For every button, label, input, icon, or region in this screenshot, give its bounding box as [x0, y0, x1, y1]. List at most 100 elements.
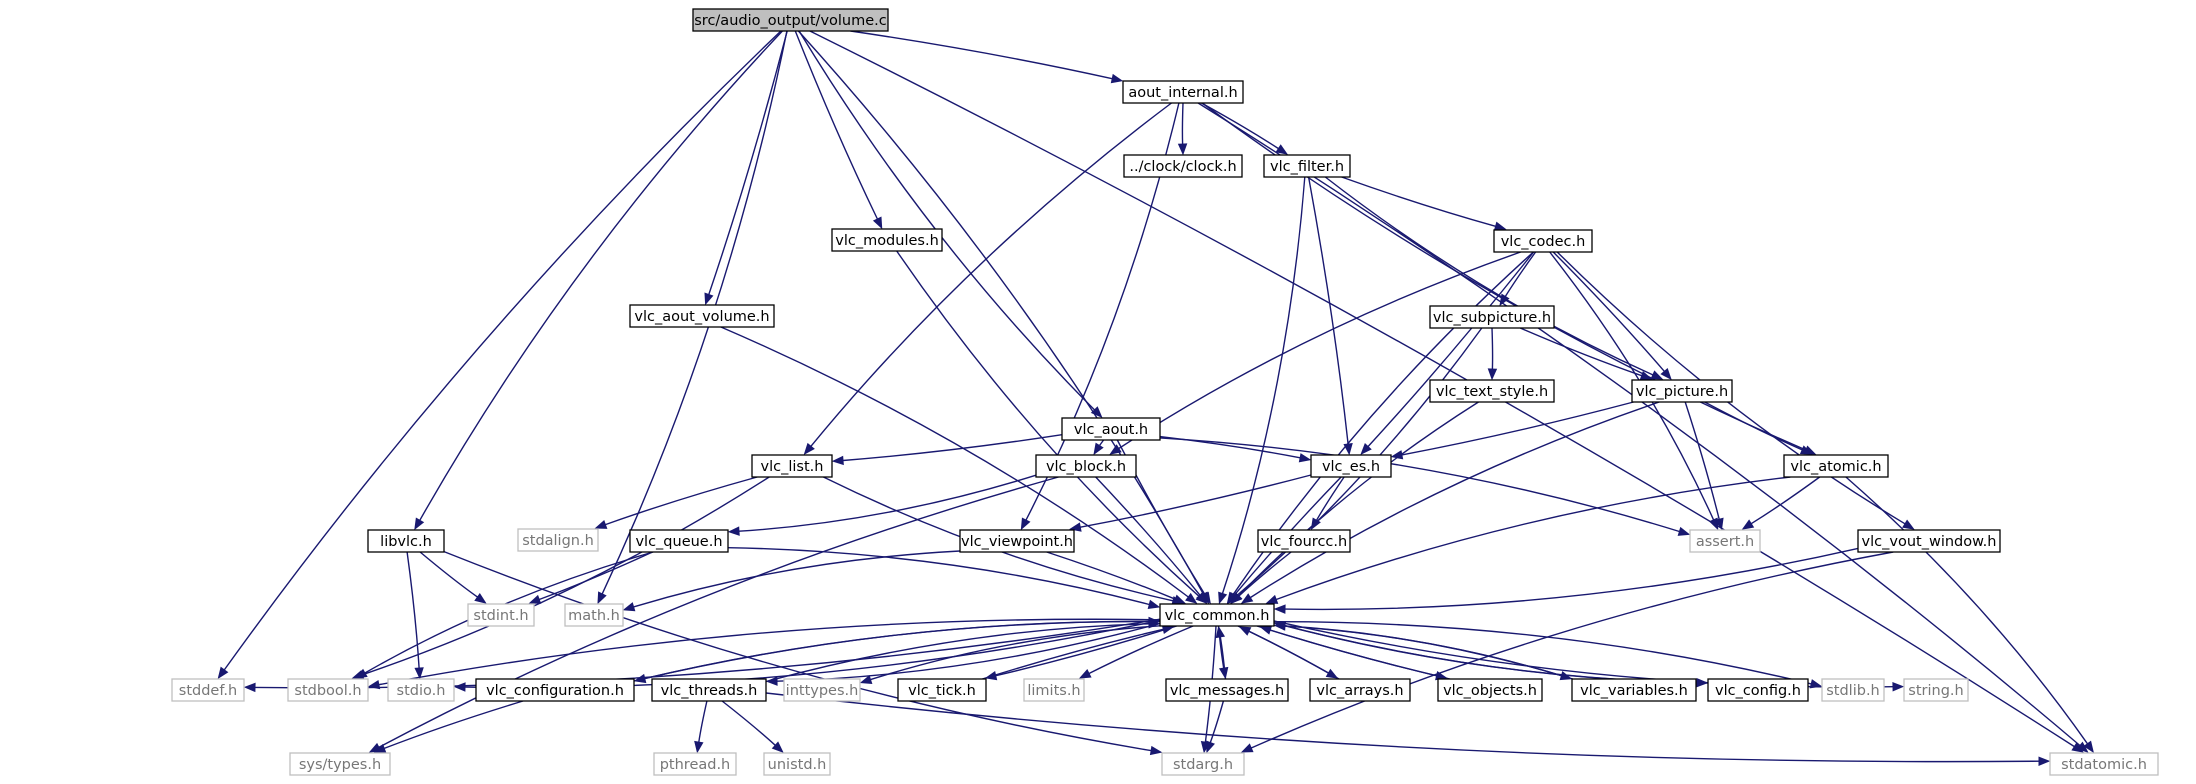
node-box: [1437, 678, 1543, 702]
node-stdalign: stdalign.h: [517, 528, 599, 552]
edge-vlc_configuration-to-sys_types: [373, 700, 524, 753]
arrowhead: [1110, 73, 1124, 84]
node-label: vlc_filter.h: [1270, 159, 1344, 175]
edge-vlc_messages-to-vlc_common: [1215, 625, 1227, 680]
arrowhead: [217, 666, 229, 680]
arrowhead: [1390, 450, 1404, 460]
node-label: unistd.h: [768, 757, 827, 773]
node-vlc-subpicture[interactable]: vlc_subpicture.h: [1429, 305, 1555, 329]
arrowhead: [803, 442, 815, 456]
arrowhead: [414, 667, 424, 680]
node-vlc-vout-window[interactable]: vlc_vout_window.h: [1857, 529, 2001, 553]
edge-vlc_common-to-stdbool: [367, 618, 1161, 690]
edge-vlc_queue-to-stdint: [528, 551, 653, 604]
node-vlc-config[interactable]: vlc_config.h: [1707, 678, 1809, 702]
node-vlc-threads[interactable]: vlc_threads.h: [651, 678, 767, 702]
node-vlc-queue[interactable]: vlc_queue.h: [629, 529, 729, 553]
arrowhead: [367, 679, 381, 690]
node-vlc-picture[interactable]: vlc_picture.h: [1631, 379, 1733, 403]
node-vlc-aout[interactable]: vlc_aout.h: [1061, 417, 1161, 441]
edge-vlc_picture-to-vlc_atomic: [1704, 401, 1813, 455]
edge-vlc_messages-to-stdarg: [1206, 700, 1225, 754]
arrowhead: [1265, 594, 1279, 604]
node-box: [692, 8, 889, 32]
edge-vlc_threads-to-unistd: [721, 700, 784, 753]
edge-vlc_list-to-stdalign: [594, 476, 758, 529]
edge-libvlc-to-stdint: [419, 551, 487, 604]
node-clock[interactable]: ../clock/clock.h: [1123, 154, 1243, 178]
arrowhead: [1240, 593, 1254, 604]
node-pthread: pthread.h: [653, 752, 737, 776]
node-vlc-modules[interactable]: vlc_modules.h: [831, 228, 943, 252]
edge-vlc_threads-to-pthread: [694, 700, 708, 754]
node-stddef: stddef.h: [171, 678, 245, 702]
edge-vlc_aout_volume-to-vlc_common: [720, 326, 1198, 604]
arrowhead: [1360, 443, 1372, 456]
node-label: vlc_queue.h: [635, 534, 722, 550]
node-vlc-configuration[interactable]: vlc_configuration.h: [475, 678, 635, 702]
arrowhead: [1218, 591, 1228, 605]
node-libvlc[interactable]: libvlc.h: [367, 529, 445, 553]
node-vlc-es[interactable]: vlc_es.h: [1310, 454, 1392, 478]
arrowhead: [1902, 519, 1915, 530]
edge-vlc_filter-to-vlc_picture: [1324, 176, 1664, 380]
node-label: ../clock/clock.h: [1129, 159, 1236, 175]
node-root[interactable]: src/audio_output/volume.c: [692, 8, 889, 32]
edge-vlc_codec-to-vlc_block: [1109, 251, 1521, 455]
edge-vlc_aout-to-vlc_block: [1093, 439, 1105, 456]
node-label: vlc_fourcc.h: [1261, 534, 1347, 550]
arrowhead: [1650, 370, 1664, 380]
node-vlc-aout-volume[interactable]: vlc_aout_volume.h: [629, 304, 775, 328]
node-vlc-atomic[interactable]: vlc_atomic.h: [1783, 454, 1889, 478]
node-label: stdio.h: [397, 683, 446, 699]
node-unistd: unistd.h: [763, 752, 831, 776]
node-label: vlc_aout_volume.h: [634, 309, 769, 325]
node-vlc-variables[interactable]: vlc_variables.h: [1571, 678, 1697, 702]
node-box: [1571, 678, 1697, 702]
node-box: [564, 603, 624, 627]
arrowhead: [727, 526, 740, 536]
arrowhead: [1218, 666, 1229, 680]
node-label: math.h: [568, 608, 620, 624]
node-vlc-text-style[interactable]: vlc_text_style.h: [1429, 379, 1555, 403]
node-label: vlc_block.h: [1046, 459, 1126, 475]
node-label: vlc_viewpoint.h: [961, 534, 1073, 550]
arrowhead: [1741, 519, 1755, 530]
node-vlc-objects[interactable]: vlc_objects.h: [1437, 678, 1543, 702]
node-vlc-common[interactable]: vlc_common.h: [1159, 603, 1275, 627]
node-aout-internal[interactable]: aout_internal.h: [1122, 80, 1244, 104]
edge-vlc_arrays-to-vlc_common: [1238, 626, 1340, 680]
node-vlc-codec[interactable]: vlc_codec.h: [1493, 229, 1593, 253]
node-stdarg: stdarg.h: [1161, 752, 1245, 776]
arrowhead: [1215, 625, 1226, 639]
node-vlc-list[interactable]: vlc_list.h: [751, 454, 833, 478]
arrowhead: [1273, 621, 1287, 631]
node-box: [751, 454, 833, 478]
node-assert: assert.h: [1689, 529, 1761, 553]
edge-vlc_atomic-to-stdatomic: [1845, 476, 2094, 754]
node-vlc-arrays[interactable]: vlc_arrays.h: [1309, 678, 1411, 702]
node-box: [1857, 529, 2001, 553]
edge-aout_internal-to-vlc_list: [803, 102, 1172, 456]
node-label: string.h: [1908, 683, 1963, 699]
arrowhead: [872, 216, 883, 230]
edge-vlc_threads-to-vlc_common: [765, 619, 1161, 683]
arrowhead: [1090, 406, 1103, 418]
edge-vlc_objects-to-vlc_common: [1259, 625, 1451, 680]
node-vlc-viewpoint[interactable]: vlc_viewpoint.h: [959, 529, 1075, 553]
node-vlc-tick[interactable]: vlc_tick.h: [897, 678, 987, 702]
edge-vlc_filter-to-vlc_codec: [1341, 176, 1507, 231]
edge-vlc_codec-to-vlc_es: [1360, 251, 1535, 456]
arrowhead: [1185, 592, 1198, 604]
arrowhead: [453, 682, 466, 692]
node-label: vlc_aout.h: [1074, 422, 1148, 438]
node-stdio: stdio.h: [387, 678, 455, 702]
arrowhead: [1020, 517, 1031, 531]
node-vlc-messages[interactable]: vlc_messages.h: [1165, 678, 1289, 702]
node-label: vlc_list.h: [761, 459, 824, 475]
node-vlc-filter[interactable]: vlc_filter.h: [1263, 154, 1351, 178]
node-vlc-block[interactable]: vlc_block.h: [1035, 454, 1137, 478]
node-label: vlc_picture.h: [1636, 384, 1728, 400]
node-vlc-fourcc[interactable]: vlc_fourcc.h: [1257, 529, 1351, 553]
